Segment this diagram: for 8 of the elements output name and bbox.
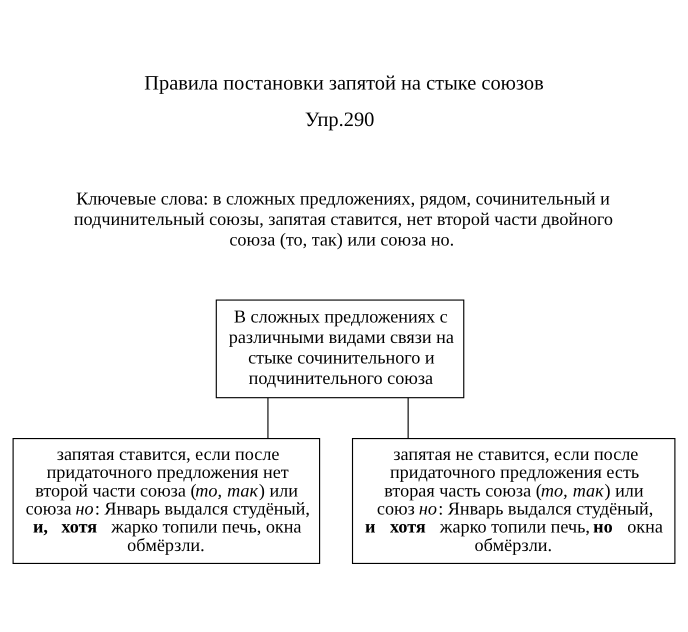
connector <box>267 398 269 438</box>
connector <box>408 398 409 438</box>
node-box: запятая не ставится, если после придаточного предложения есть вторая часть союза (то, так) или союз но: Январь выдался студёный, и хотя жарко топили печь, но окна обмёрзли. <box>352 438 676 564</box>
diagram-title: Правила постановки запятой на стыке союзов <box>144 72 544 94</box>
node-box: В сложных предложениях с различными видами связи на стыке сочинительного и подчинительного союза <box>216 300 464 398</box>
node-box: запятая ставится, если после придаточного предложения нет второй части союза (то, так) или союза но: Январь выдался студёный, и, хотя жарко топили печь, окна обмёрзли. <box>12 438 320 564</box>
label: Ключевые слова: в сложных предложениях, рядом, сочинительный и подчинительный союзы, запятая ставится, нет второй части двойного союза (то, так) или союза но. <box>74 188 613 250</box>
label: Упр.290 <box>304 108 374 131</box>
